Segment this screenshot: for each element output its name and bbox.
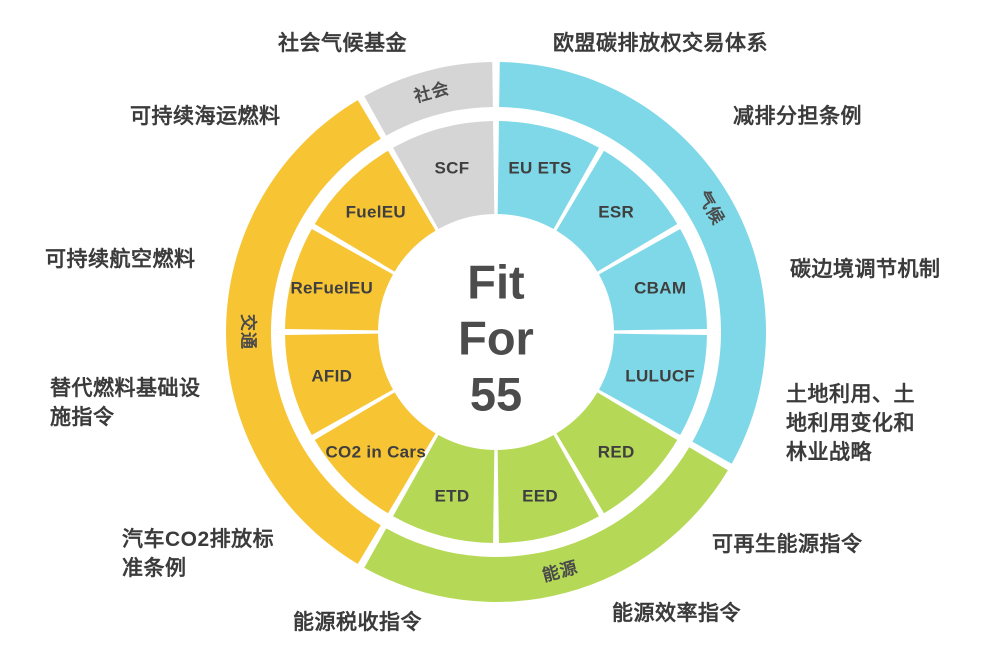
segment-code-label: ESR bbox=[598, 202, 634, 221]
segment-code-label: SCF bbox=[435, 158, 470, 177]
segment-co2-in-cars bbox=[314, 392, 436, 514]
segment-cbam bbox=[599, 229, 707, 331]
label-scf: 社会气候基金 bbox=[278, 32, 407, 55]
segment-code-label: ReFuelEU bbox=[290, 279, 373, 298]
center-title-line: Fit bbox=[467, 256, 525, 309]
label-cbam: 碳边境调节机制 bbox=[790, 258, 941, 281]
segment-code-label: LULUCF bbox=[625, 366, 695, 385]
segment-scf bbox=[393, 121, 495, 229]
label-etd: 能源税收指令 bbox=[293, 611, 422, 634]
label-refueleu: 可持续航空燃料 bbox=[45, 248, 196, 271]
category-band-社会 bbox=[364, 62, 493, 136]
segment-code-label: AFID bbox=[311, 366, 352, 385]
center-title-line: For bbox=[458, 312, 534, 365]
segment-code-label: CO2 in Cars bbox=[325, 443, 426, 462]
label-eu-ets: 欧盟碳排放权交易体系 bbox=[553, 32, 768, 55]
segment-esr bbox=[556, 150, 678, 272]
segment-code-label: RED bbox=[598, 443, 635, 462]
segment-code-label: ETD bbox=[435, 487, 470, 506]
segment-fueleu bbox=[314, 150, 436, 272]
category-band-label: 交通 bbox=[239, 314, 259, 350]
segment-code-label: CBAM bbox=[634, 279, 686, 298]
segment-eu-ets bbox=[497, 121, 599, 229]
segment-code-label: FuelEU bbox=[346, 202, 406, 221]
category-band-能源 bbox=[364, 447, 728, 602]
label-esr: 减排分担条例 bbox=[733, 105, 862, 128]
segment-refueleu bbox=[285, 229, 393, 331]
segment-red bbox=[556, 392, 678, 514]
center-title-line: 55 bbox=[470, 368, 522, 421]
label-lulucf: 土地利用、土地利用变化和林业战略 bbox=[786, 383, 915, 464]
segment-code-label: EU ETS bbox=[508, 158, 571, 177]
label-red: 可再生能源指令 bbox=[712, 533, 863, 556]
category-band-气候 bbox=[499, 62, 766, 464]
segment-afid bbox=[285, 333, 393, 435]
label-eed: 能源效率指令 bbox=[612, 602, 741, 625]
segment-eed bbox=[497, 435, 599, 543]
label-fueleu: 可持续海运燃料 bbox=[130, 105, 281, 128]
category-band-交通 bbox=[226, 100, 381, 564]
label-co2-in-cars: 汽车CO2排放标准条例 bbox=[122, 528, 275, 580]
label-afid: 替代燃料基础设施指令 bbox=[50, 377, 201, 429]
segment-lulucf bbox=[599, 333, 707, 435]
segment-etd bbox=[393, 435, 495, 543]
segment-code-label: EED bbox=[522, 487, 558, 506]
